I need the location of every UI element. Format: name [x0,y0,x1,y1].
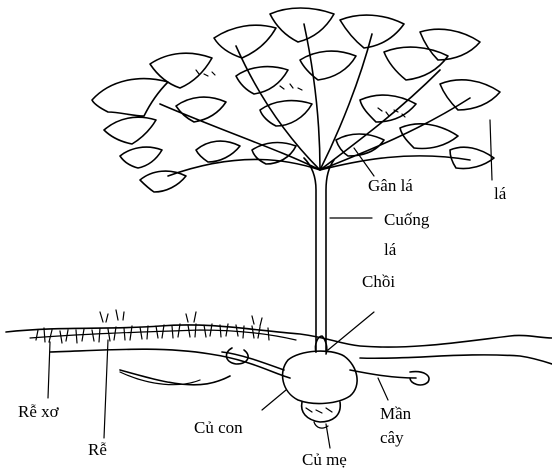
leaflet [236,67,288,94]
leaflet [140,171,186,192]
leaflet [340,15,404,48]
label-mother-corm: Củ mẹ [302,450,347,469]
leaflet [176,97,226,122]
leaflet [420,29,480,60]
leaflet [120,147,162,168]
label-daughter-corm: Củ con [194,418,243,437]
label-leaf-vein: Gân lá [368,176,413,195]
leaflet [270,8,334,42]
label-root: Rễ [88,440,107,459]
label-bud: Chồi [362,272,395,291]
label-petiole-line1: Cuống [384,210,429,229]
leaflet [92,79,168,116]
label-petiole-line2: lá [384,240,396,259]
mother-corm [283,351,358,428]
leaflet [440,80,500,110]
leaflet [150,53,212,88]
label-fibrous-root: Rễ xơ [18,402,59,421]
leaflet [384,47,448,80]
label-caption-line2: cây [380,428,404,447]
label-leaf: lá [494,184,506,203]
leaflet [196,141,240,162]
leaf-canopy [92,8,500,192]
leaflet [300,51,356,80]
petiole [304,158,334,352]
leaflet [214,25,276,58]
leaflet [104,117,156,144]
leader-lines [48,120,492,448]
label-caption-line1: Mần [380,404,411,423]
leaflet [400,124,458,149]
